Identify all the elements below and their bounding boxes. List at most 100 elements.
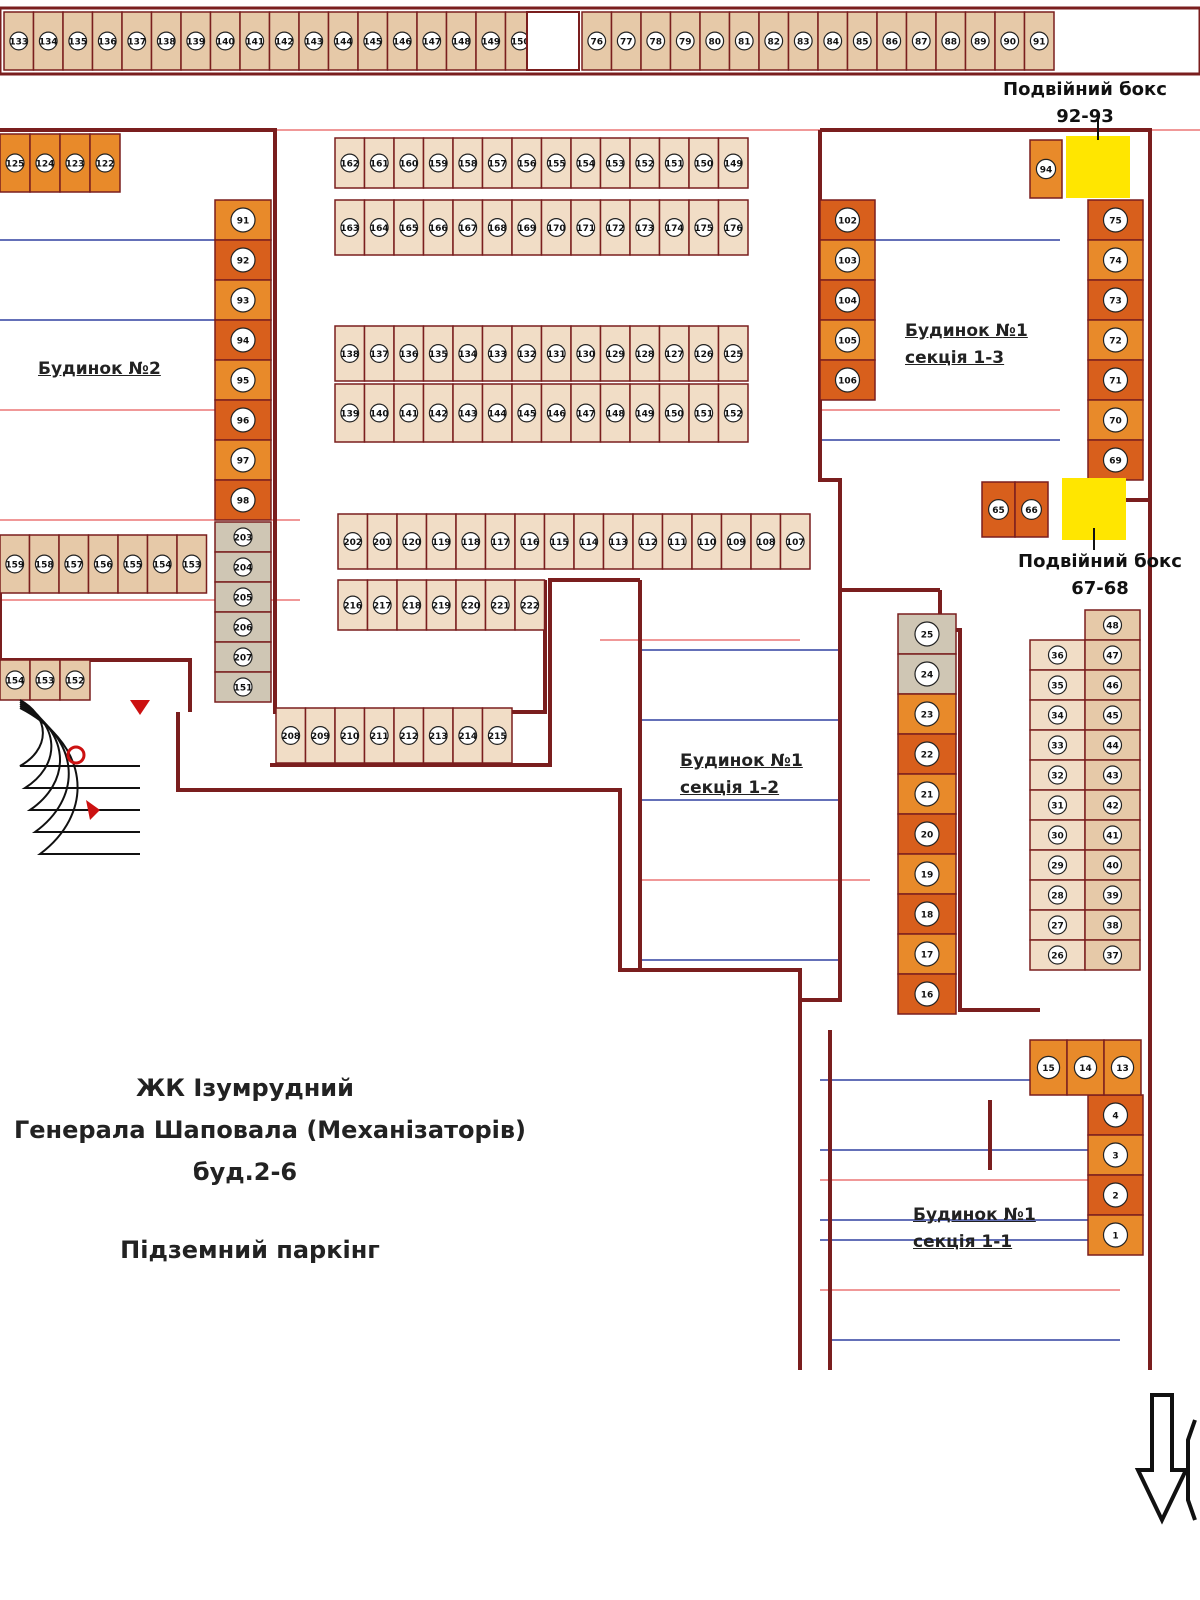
- parking-spot-block1: 175: [688, 199, 720, 256]
- parking-spot-block4: 212: [393, 707, 425, 764]
- spot-number-circle: [635, 403, 655, 423]
- parking-spot-right-block-left: 31: [1029, 789, 1086, 821]
- parking-spot-right-block-right: 48: [1084, 609, 1141, 641]
- spot-number-circle: [230, 447, 256, 473]
- spot-number-circle: [1102, 207, 1129, 233]
- spot-number: 137: [127, 38, 146, 48]
- spot-number-circle: [402, 595, 422, 615]
- parking-spot-b2-bottom: 156: [87, 534, 119, 594]
- spot-number: 139: [186, 38, 205, 48]
- spot-number-circle: [520, 532, 540, 551]
- spot-number-circle: [487, 726, 507, 745]
- spot-number-circle: [764, 31, 784, 51]
- spot-number-circle: [605, 344, 625, 363]
- spot-number: 210: [340, 732, 359, 742]
- wall: [0, 128, 547, 714]
- parking-spot-top-right: 88: [935, 11, 967, 71]
- wall: [800, 590, 842, 1002]
- spot-number: 26: [1051, 952, 1064, 962]
- spot-number-circle: [675, 31, 695, 51]
- spot-number: 136: [98, 38, 117, 48]
- spot-number: 201: [373, 538, 392, 548]
- spot-number-circle: [340, 344, 360, 363]
- spot-number-circle: [95, 153, 115, 173]
- spot-number-circle: [576, 344, 596, 363]
- spot-number-circle: [340, 726, 360, 745]
- spot-number-circle: [399, 218, 419, 237]
- spot-number-circle: [1102, 675, 1123, 695]
- spot-number: 108: [756, 538, 775, 548]
- parking-spot-b2-bottom: 154: [146, 534, 178, 594]
- parking-spot-block2: 149: [629, 383, 661, 443]
- spot-number-circle: [834, 247, 861, 273]
- spot-number: 135: [68, 38, 87, 48]
- parking-spot-block3: 112: [632, 513, 664, 570]
- parking-spot-top-left: 136: [91, 11, 123, 71]
- parking-spot-b2-top: 122: [89, 133, 121, 193]
- parking-spot-top-left: 149: [475, 11, 507, 71]
- spot-number-circle: [1047, 885, 1068, 905]
- ramp-curve: [19, 705, 140, 833]
- wall: [176, 712, 802, 1370]
- spot-number: 142: [275, 38, 294, 48]
- spot-number-circle: [369, 218, 389, 237]
- parking-spot-b2-lower-left: 154: [0, 659, 31, 701]
- spot-number: 150: [694, 160, 713, 170]
- spot-number-circle: [461, 532, 481, 551]
- parking-spot-block3: 220: [455, 579, 487, 631]
- spot-number: 131: [547, 350, 566, 360]
- spot-number-circle: [914, 941, 940, 967]
- spot-number: 105: [838, 337, 857, 347]
- spot-number: 155: [123, 561, 142, 571]
- spot-number-circle: [35, 153, 55, 173]
- spot-number-circle: [546, 403, 566, 423]
- spot-number: 158: [35, 561, 54, 571]
- parking-spot-block2: 125: [717, 325, 749, 382]
- spot-number: 115: [550, 538, 569, 548]
- parking-spot-b13-left: 104: [819, 279, 876, 321]
- spot-number-circle: [1047, 705, 1068, 725]
- parking-spot-b2-right: 91: [214, 199, 272, 241]
- spot-number: 111: [668, 538, 687, 548]
- parking-spot-top-left: 133: [3, 11, 35, 71]
- spot-number: 157: [64, 561, 83, 571]
- spot-number-circle: [911, 31, 931, 51]
- parking-spot-b13-right: 73: [1087, 279, 1144, 321]
- parking-spot-b12: 22: [897, 733, 957, 775]
- parking-spot-box: [422, 199, 454, 256]
- spot-number: 125: [724, 350, 743, 360]
- spot-number: 86: [885, 38, 898, 48]
- spot-number-circle: [723, 218, 743, 237]
- spot-number-circle: [233, 617, 253, 637]
- parking-spot-block1: 163: [334, 199, 366, 256]
- spot-number-circle: [705, 31, 725, 51]
- parking-spot-block3: 115: [543, 513, 575, 570]
- spot-number-circle: [245, 31, 265, 51]
- double-box-92-93-line1: Подвійний бокс: [1003, 79, 1167, 100]
- spot-number-circle: [785, 532, 805, 551]
- spot-number-circle: [97, 31, 117, 51]
- spot-number-circle: [431, 532, 451, 551]
- parking-spot-box: [214, 521, 272, 553]
- spot-number-circle: [340, 218, 360, 237]
- spot-number-circle: [616, 31, 636, 51]
- ramp-curve: [19, 699, 140, 767]
- parking-spot-b12: 24: [897, 653, 957, 695]
- spot-number: 159: [429, 160, 448, 170]
- spot-number-circle: [1102, 825, 1123, 845]
- parking-spot-block2: 132: [511, 325, 543, 382]
- spot-number-circle: [5, 153, 25, 173]
- spot-number: 32: [1051, 772, 1064, 782]
- parking-spot-block2: 135: [422, 325, 454, 382]
- spot-number: 158: [458, 160, 477, 170]
- spot-number-circle: [1000, 31, 1020, 51]
- parking-spot-top-left: 142: [268, 11, 300, 71]
- spot-number: 145: [517, 410, 536, 420]
- spot-number-circle: [914, 861, 940, 887]
- parking-spot-b11-top: 14: [1066, 1039, 1105, 1096]
- parking-spot-right-block-right: 43: [1084, 759, 1141, 791]
- building-1-2-line1: Будинок №1: [680, 751, 803, 771]
- spot-number-circle: [734, 31, 754, 51]
- parking-spot-block1: 151: [658, 137, 690, 189]
- spot-number: 70: [1109, 417, 1122, 427]
